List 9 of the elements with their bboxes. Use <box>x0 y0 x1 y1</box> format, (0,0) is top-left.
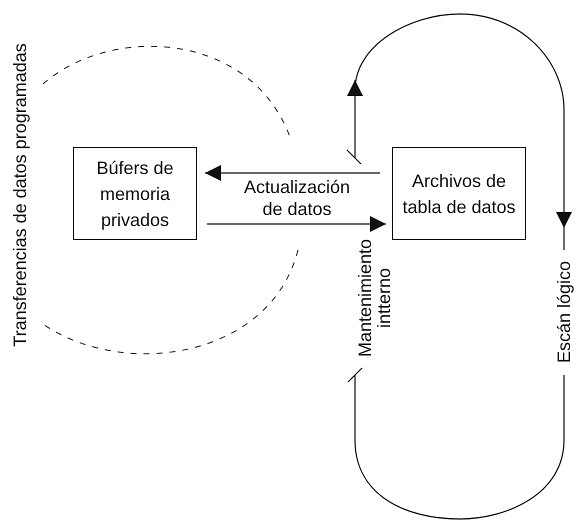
process-box <box>73 147 197 240</box>
arrow <box>205 165 380 181</box>
vertical-label: Mantenimiento intterno <box>356 238 394 360</box>
arrow <box>207 216 386 232</box>
vertical-label: Transferencias de datos programadas <box>9 43 31 347</box>
process-box <box>392 147 526 240</box>
box-label: Búfers de memoria privados <box>95 156 175 232</box>
flow-label: Actualización de datos <box>242 176 352 220</box>
box-label: Archivos de tabla de datos <box>401 170 517 218</box>
